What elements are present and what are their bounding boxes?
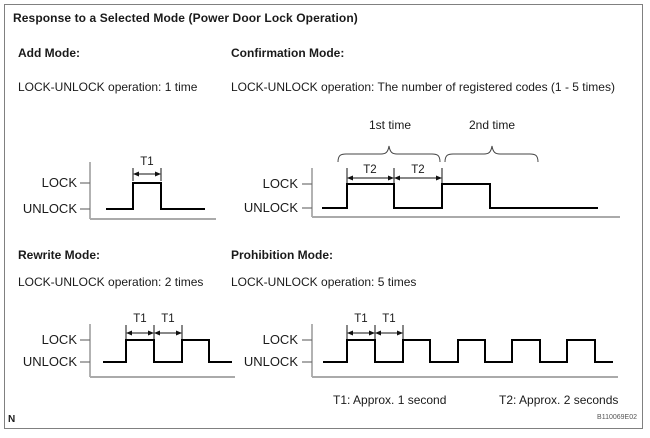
first-time-label: 1st time	[369, 118, 411, 132]
confirmation-t2-dimension-label: T2	[411, 164, 424, 176]
confirmation-signal-trace	[322, 183, 598, 209]
figure-code: B110069E02	[597, 414, 637, 421]
rewrite-signal-trace	[103, 339, 232, 363]
second-time-brace	[444, 145, 539, 163]
arrowhead-left-icon	[347, 175, 353, 181]
rewrite-t1-dimension-label: T1	[161, 313, 174, 325]
confirmation-mode-waveform: 1st time 2nd time T2 T2 LOCK UNLOCK	[244, 118, 620, 218]
arrowhead-left-icon	[126, 330, 132, 336]
add-t1-dimension-label: T1	[140, 156, 153, 168]
rewrite-mode-title: Rewrite Mode:	[18, 248, 101, 262]
prohibition-t1-dimension-label: T1	[354, 313, 367, 325]
page-title: Response to a Selected Mode (Power Door …	[13, 11, 358, 25]
prohibition-lock-axis-label: LOCK	[263, 332, 299, 347]
prohibition-t1-dimension-label: T1	[382, 313, 395, 325]
add-signal-trace	[106, 182, 205, 210]
add-mode-waveform: T1 LOCK UNLOCK	[23, 156, 216, 220]
confirmation-t2-dimension-label: T2	[363, 164, 376, 176]
add-mode-title: Add Mode:	[18, 46, 80, 60]
rewrite-t1-dimension-label: T1	[133, 313, 146, 325]
arrowhead-right-icon	[436, 175, 442, 181]
arrowhead-right-icon	[397, 330, 403, 336]
arrowhead-left-icon	[347, 330, 353, 336]
prohibition-signal-trace	[323, 339, 613, 363]
arrowhead-right-icon	[176, 330, 182, 336]
prohibition-mode-waveform: T1 T1 LOCK UNLOCK	[244, 313, 618, 378]
first-time-brace	[337, 145, 441, 163]
arrowhead-right-icon	[369, 330, 375, 336]
rewrite-unlock-axis-label: UNLOCK	[23, 354, 78, 369]
add-unlock-axis-label: UNLOCK	[23, 201, 78, 216]
t2-legend-note: T2: Approx. 2 seconds	[499, 393, 619, 407]
confirmation-unlock-axis-label: UNLOCK	[244, 200, 299, 215]
add-lock-axis-label: LOCK	[42, 175, 78, 190]
confirmation-mode-description: LOCK-UNLOCK operation: The number of reg…	[231, 80, 615, 94]
arrowhead-right-icon	[155, 171, 161, 177]
arrowhead-left-icon	[394, 175, 400, 181]
arrowhead-left-icon	[154, 330, 160, 336]
confirmation-lock-axis-label: LOCK	[263, 176, 299, 191]
arrowhead-right-icon	[148, 330, 154, 336]
second-time-label: 2nd time	[469, 118, 515, 132]
prohibition-mode-title: Prohibition Mode:	[231, 248, 333, 262]
rewrite-lock-axis-label: LOCK	[42, 332, 78, 347]
confirmation-mode-title: Confirmation Mode:	[231, 46, 345, 60]
t1-legend-note: T1: Approx. 1 second	[333, 393, 447, 407]
corner-marker: N	[8, 414, 16, 425]
arrowhead-left-icon	[375, 330, 381, 336]
prohibition-mode-description: LOCK-UNLOCK operation: 5 times	[231, 275, 417, 289]
add-mode-description: LOCK-UNLOCK operation: 1 time	[18, 80, 198, 94]
rewrite-mode-waveform: T1 T1 LOCK UNLOCK	[23, 313, 235, 378]
rewrite-mode-description: LOCK-UNLOCK operation: 2 times	[18, 275, 204, 289]
arrowhead-left-icon	[133, 171, 139, 177]
prohibition-unlock-axis-label: UNLOCK	[244, 354, 299, 369]
arrowhead-right-icon	[388, 175, 394, 181]
